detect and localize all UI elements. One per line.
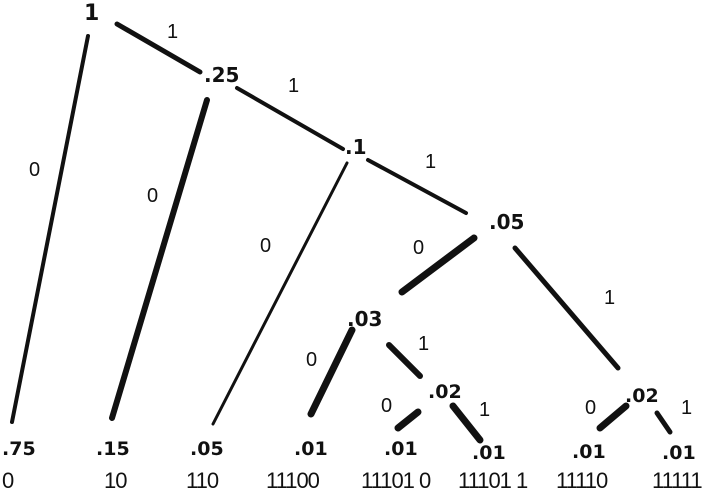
edge-n6-0 <box>596 402 630 432</box>
edge-n1-0 <box>109 97 210 421</box>
edge-n1-1 <box>235 86 345 151</box>
edge-n2-0 <box>211 161 349 426</box>
edge-label-n6-0: 0 <box>585 397 596 419</box>
edge-label-root-0: 0 <box>29 159 40 181</box>
edge-n5-1 <box>449 402 484 444</box>
edge-n3-1 <box>512 245 621 371</box>
leaf-code: 10 <box>104 468 127 493</box>
node-n5: .02 <box>428 381 462 403</box>
edge-n3-0 <box>398 234 478 296</box>
edge-n6-1 <box>654 410 673 435</box>
leaf-prob: .05 <box>190 438 224 460</box>
edge-label-n3-0: 0 <box>413 237 424 259</box>
edge-labels: 1 0 1 0 1 0 0 1 0 1 0 1 0 1 <box>29 21 692 421</box>
leaf-prob: .75 <box>2 438 36 460</box>
leaf-codewords: 0 10 110 11100 11101 0 11101 1 11110 111… <box>2 468 703 493</box>
internal-nodes: 1 .25 .1 .05 .03 .02 .02 <box>84 1 659 407</box>
edge-label-n3-1: 1 <box>604 287 615 309</box>
leaf-code: 110 <box>186 468 219 493</box>
edge-n5-0 <box>394 408 422 432</box>
leaf-prob: .01 <box>294 438 328 460</box>
node-n1: .25 <box>204 63 239 87</box>
edge-label-root-1: 1 <box>167 21 178 43</box>
leaf-code: 11110 <box>556 468 608 493</box>
edge-label-n4-0: 0 <box>306 349 317 371</box>
leaf-code: 0 <box>2 468 14 493</box>
leaf-probabilities: .75 .15 .05 .01 .01 .01 .01 .01 <box>2 438 696 464</box>
node-n2: .1 <box>345 135 367 159</box>
edge-root-0 <box>10 34 90 424</box>
leaf-prob: .01 <box>572 441 606 463</box>
edge-n2-1 <box>366 158 468 215</box>
node-n4: .03 <box>347 307 382 331</box>
leaf-prob: .01 <box>384 438 418 460</box>
tree-edges <box>10 21 673 444</box>
leaf-code: 11101 0 <box>361 468 431 493</box>
edge-label-n2-0: 0 <box>260 235 271 257</box>
edge-label-n5-1: 1 <box>479 399 490 421</box>
edge-label-n5-0: 0 <box>381 395 392 417</box>
leaf-code: 11111 <box>652 468 702 493</box>
leaf-code: 11101 1 <box>458 468 528 493</box>
edge-root-1 <box>114 21 203 75</box>
node-n3: .05 <box>489 210 524 234</box>
leaf-prob: .01 <box>662 442 696 464</box>
node-root: 1 <box>84 1 99 26</box>
leaf-prob: .01 <box>472 442 506 464</box>
edge-label-n2-1: 1 <box>425 151 436 173</box>
edge-label-n4-1: 1 <box>418 333 429 355</box>
edge-label-n1-0: 0 <box>147 185 158 207</box>
edge-n4-0 <box>307 326 356 418</box>
leaf-prob: .15 <box>96 438 130 460</box>
edge-label-n6-1: 1 <box>681 397 692 419</box>
edge-label-n1-1: 1 <box>288 75 299 97</box>
edge-n4-1 <box>386 342 423 379</box>
node-n6: .02 <box>625 385 659 407</box>
leaf-code: 11100 <box>266 468 320 493</box>
